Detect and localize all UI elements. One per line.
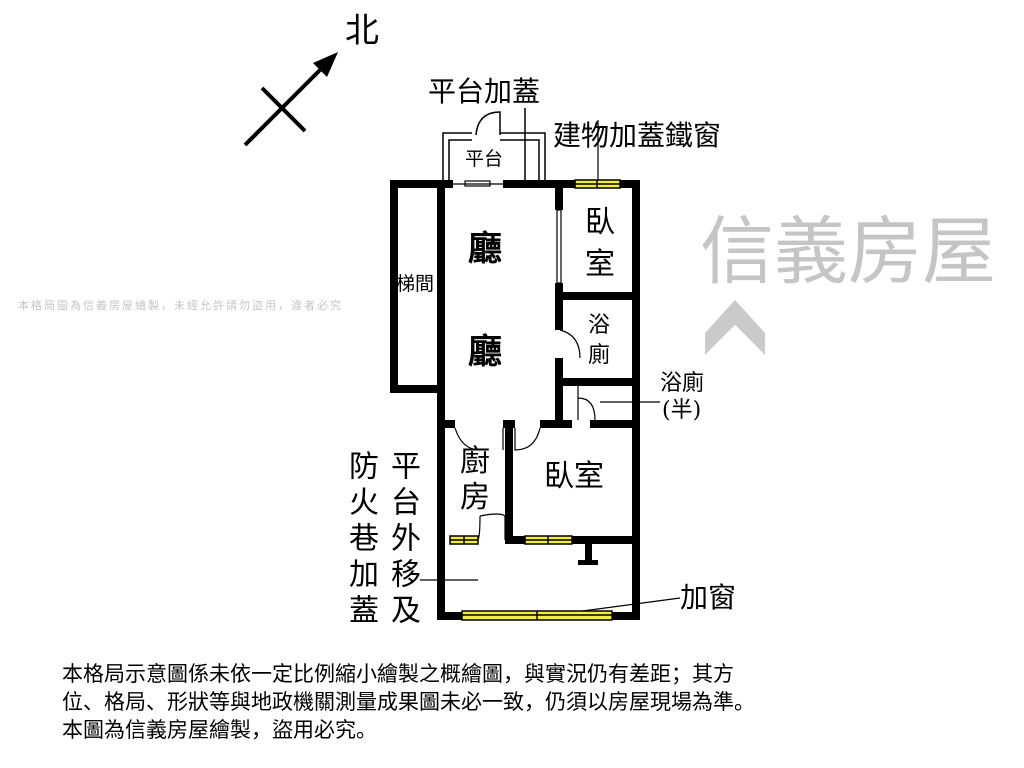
walls bbox=[390, 180, 640, 620]
label-platform-addition: 平台加蓋 bbox=[428, 75, 541, 108]
label-stairwell: 梯間 bbox=[396, 273, 435, 295]
label-half-bath-half: (半) bbox=[662, 398, 702, 423]
label-fire-lane-addition: 防火巷加蓋 bbox=[343, 450, 378, 630]
watermark-notice: 本格局圖為信義房屋繪製，未經允許請勿盜用，違者必究 bbox=[18, 299, 343, 312]
label-bedroom-1b: 室 bbox=[585, 247, 615, 282]
disclaimer: 本格局示意圖係未依一定比例縮小繪製之概繪圖，與實況仍有差距；其方 位、格局、形狀… bbox=[62, 660, 962, 744]
label-half-bath: 浴廁 bbox=[660, 371, 705, 396]
label-added-window: 加窗 bbox=[680, 581, 737, 614]
disclaimer-line-2: 位、格局、形狀等與地政機關測量成果圖未必一致，仍須以房屋現場為準。 bbox=[62, 690, 755, 714]
disclaimer-line-1: 本格局示意圖係未依一定比例縮小繪製之概繪圖，與實況仍有差距；其方 bbox=[62, 662, 734, 686]
platform-outline bbox=[442, 108, 546, 180]
north-arrow-icon bbox=[243, 52, 338, 147]
label-bathroom-b: 廁 bbox=[588, 343, 611, 368]
north-label: 北 bbox=[345, 11, 379, 51]
watermark-brand: 信義房屋 bbox=[700, 209, 996, 295]
label-kitchen-a: 廚 bbox=[460, 444, 490, 479]
windows bbox=[449, 179, 621, 621]
label-living-room-2: 廳 bbox=[468, 332, 502, 372]
label-bathroom-a: 浴 bbox=[588, 313, 611, 338]
disclaimer-line-3: 本圖為信義房屋繪製，盜用必究。 bbox=[62, 718, 377, 742]
label-kitchen-b: 房 bbox=[460, 480, 490, 515]
label-platform: 平台 bbox=[465, 148, 504, 170]
label-living-room: 廳 bbox=[468, 229, 502, 269]
label-building-addition-iron-window: 建物加蓋鐵窗 bbox=[553, 119, 722, 152]
label-bedroom-1a: 臥 bbox=[585, 205, 615, 240]
label-bedroom-2: 臥室 bbox=[544, 459, 604, 494]
label-platform-moved-out: 平台外移及 bbox=[385, 450, 420, 630]
